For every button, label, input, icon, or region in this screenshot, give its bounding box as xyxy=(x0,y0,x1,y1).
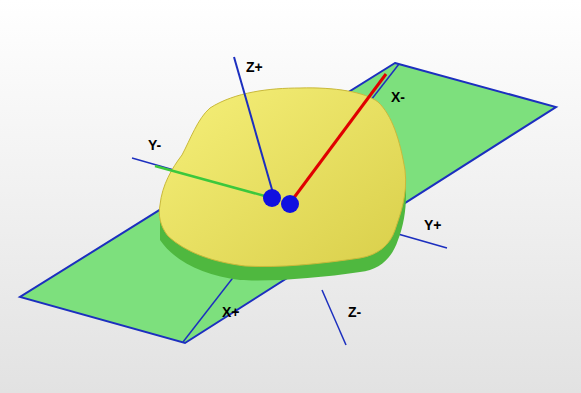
axis-label: Y+ xyxy=(424,218,442,232)
axis-z-minus xyxy=(322,290,346,345)
origin-dot xyxy=(263,189,281,207)
base-plane xyxy=(20,63,556,343)
axis-label: Z+ xyxy=(246,60,263,74)
axis-label: Y- xyxy=(148,138,161,152)
axis-label: X- xyxy=(391,90,405,104)
axis-z-plus xyxy=(234,57,275,200)
axis-x-minus xyxy=(290,74,386,203)
axis-label: Z- xyxy=(348,305,361,319)
axis-label: X+ xyxy=(222,305,240,319)
origin-dot xyxy=(281,195,299,213)
axis-y-minus xyxy=(155,166,272,198)
